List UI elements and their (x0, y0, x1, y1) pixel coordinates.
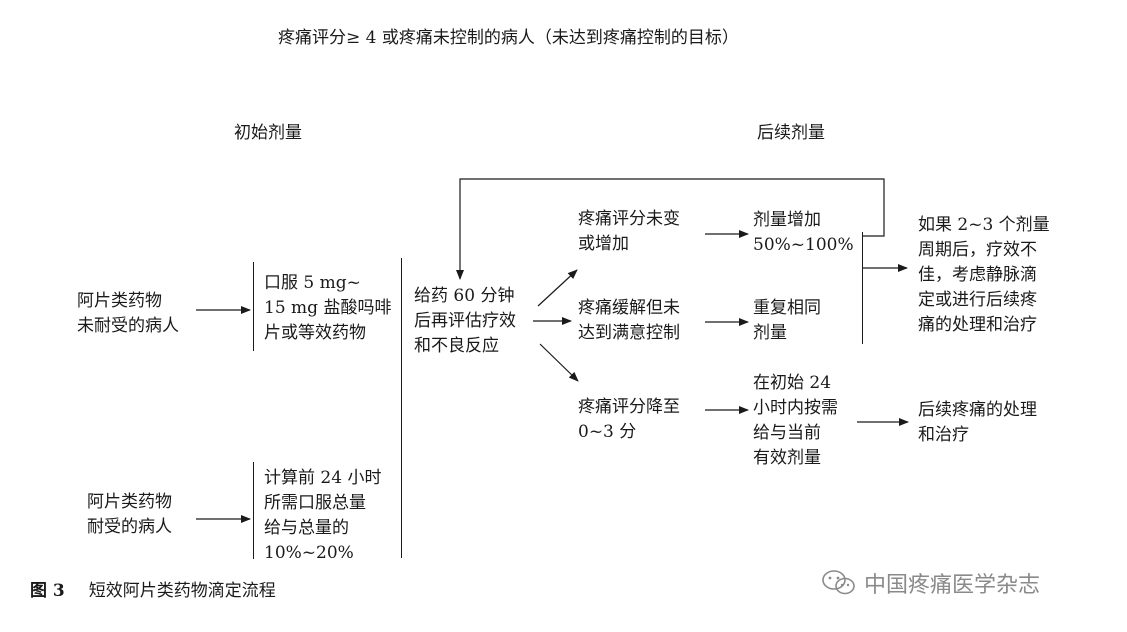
watermark: 中国疼痛医学杂志 (820, 568, 1040, 598)
figure-caption-text: 短效阿片类药物滴定流程 (88, 581, 276, 601)
arrow-to-unchanged (537, 269, 578, 307)
patient-opioid-tolerant: 阿片类药物耐受的病人 (87, 492, 172, 537)
final-followup: 后续疼痛的处理和治疗 (918, 400, 1037, 445)
wechat-icon (822, 570, 855, 595)
arrow-to-controlled (539, 343, 579, 382)
feedback-loop (456, 178, 885, 280)
bracket-naive-dose (253, 262, 254, 351)
bracket-dose-merge (401, 258, 402, 558)
watermark-text: 中国疼痛医学杂志 (864, 573, 1041, 598)
outcome-unchanged: 疼痛评分未变或增加 (578, 209, 680, 254)
reassess-60min: 给药 60 分钟后再评估疗效和不良反应 (414, 286, 516, 356)
final-after-cycles: 如果 2~3 个剂量周期后，疗效不佳，考虑静脉滴定或进行后续疼痛的处理和治疗 (918, 215, 1050, 335)
bracket-tolerant-dose (253, 462, 254, 559)
adjust-repeat-dose: 重复相同剂量 (753, 298, 821, 343)
figure-caption: 图 3 短效阿片类药物滴定流程 (30, 579, 276, 604)
patient-opioid-naive: 阿片类药物未耐受的病人 (77, 291, 179, 336)
header-initial-dose: 初始剂量 (234, 123, 302, 143)
figure-label: 图 3 (30, 581, 65, 601)
outcome-partial-relief: 疼痛缓解但未达到满意控制 (578, 298, 680, 343)
dose-naive-oral: 口服 5 mg~15 mg 盐酸吗啡片或等效药物 (264, 273, 392, 343)
page-title: 疼痛评分≥ 4 或疼痛未控制的病人（未达到疼痛控制的目标） (278, 28, 739, 48)
header-subsequent-dose: 后续剂量 (757, 123, 825, 143)
bracket-adjustments (862, 232, 863, 344)
